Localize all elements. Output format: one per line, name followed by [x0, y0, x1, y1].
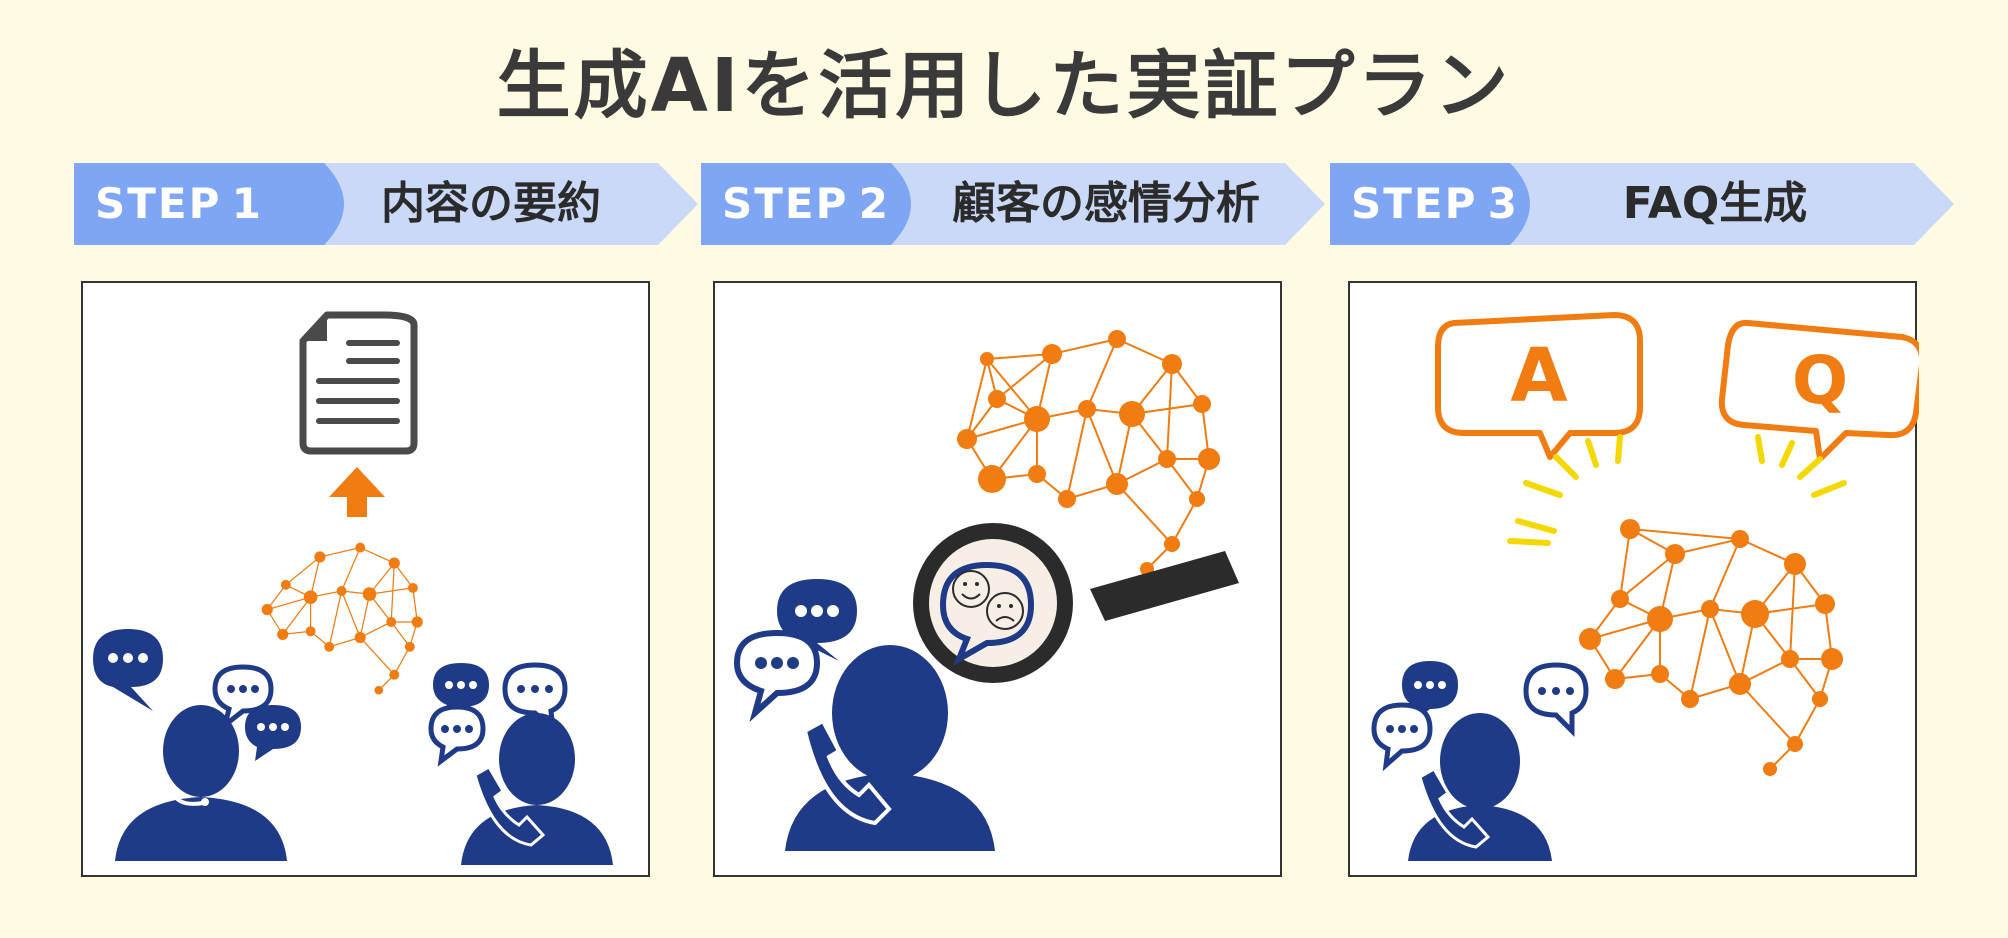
- chat-bubble-icon: [93, 629, 163, 711]
- chat-bubble-icon: [1371, 661, 1589, 772]
- frown-face-icon: [986, 592, 1024, 630]
- question-bubble: Q: [1718, 319, 1919, 462]
- upload-arrow-icon: [329, 467, 385, 517]
- answer-letter: A: [1510, 333, 1567, 419]
- customer-phone-icon: [785, 645, 995, 851]
- neural-network-brain-icon: [1579, 519, 1843, 776]
- spark-lines: [1507, 434, 1847, 546]
- neural-network-brain-icon: [957, 330, 1220, 576]
- step-3-label: STEP 3: [1351, 179, 1519, 228]
- customer-phone-icon: [1408, 713, 1552, 861]
- chat-bubble-icon: [428, 662, 568, 767]
- step-1-header: STEP 1 内容の要約: [74, 163, 698, 245]
- page-title: 生成AIを活用した実証プラン: [496, 43, 1512, 129]
- step-2-name: 顧客の感情分析: [952, 178, 1260, 229]
- panel-sentiment: [713, 281, 1282, 877]
- customer-phone-icon: [461, 713, 613, 865]
- chat-bubble-icon: [733, 579, 857, 723]
- step-2-header: STEP 2 顧客の感情分析: [701, 163, 1325, 245]
- question-letter: Q: [1792, 342, 1848, 419]
- neural-network-brain-icon: [261, 542, 423, 695]
- answer-bubble: A: [1435, 312, 1643, 460]
- panel-faq: A Q: [1348, 281, 1919, 877]
- smile-face-icon: [952, 570, 990, 608]
- step-2-label: STEP 2: [722, 179, 890, 228]
- chat-bubble-icon: [212, 664, 301, 761]
- step-1-label: STEP 1: [95, 179, 263, 228]
- step-3-header: STEP 3 FAQ生成: [1330, 163, 1954, 245]
- step-1-name: 内容の要約: [381, 178, 601, 229]
- document-icon: [299, 311, 418, 455]
- operator-headset-icon: [115, 705, 287, 861]
- panel-summary: [81, 281, 650, 877]
- step-3-name: FAQ生成: [1622, 178, 1808, 229]
